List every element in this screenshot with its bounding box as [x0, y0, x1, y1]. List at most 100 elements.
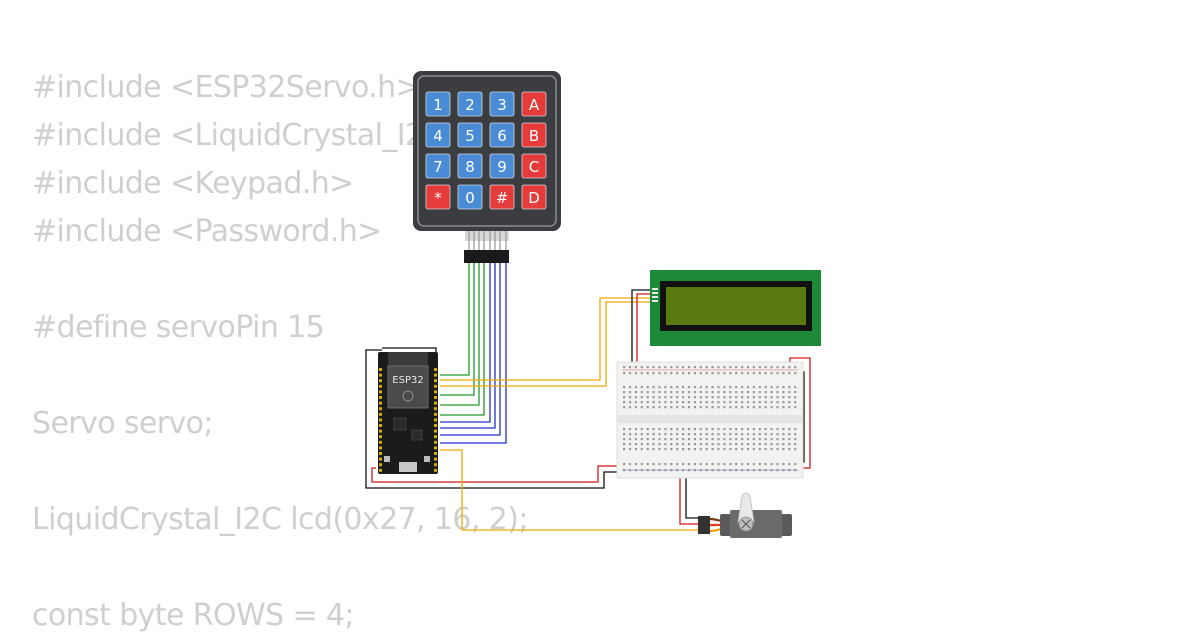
breadboard-hole[interactable]: [711, 469, 714, 472]
breadboard-hole[interactable]: [646, 386, 649, 389]
breadboard-hole[interactable]: [770, 406, 773, 409]
breadboard-hole[interactable]: [640, 469, 643, 472]
breadboard-hole[interactable]: [640, 406, 643, 409]
breadboard-hole[interactable]: [788, 463, 791, 466]
esp32-pin[interactable]: [434, 457, 437, 461]
breadboard-hole[interactable]: [646, 443, 649, 446]
breadboard-hole[interactable]: [735, 401, 738, 404]
esp32-button[interactable]: [384, 456, 390, 462]
breadboard-hole[interactable]: [652, 433, 655, 436]
breadboard-hole[interactable]: [652, 448, 655, 451]
breadboard-hole[interactable]: [776, 366, 779, 369]
keypad-key-9[interactable]: 9: [489, 153, 515, 179]
lcd-16x2[interactable]: [650, 270, 821, 346]
esp32-pin[interactable]: [379, 468, 382, 472]
breadboard-hole[interactable]: [682, 443, 685, 446]
breadboard-hole[interactable]: [705, 372, 708, 375]
breadboard-hole[interactable]: [764, 391, 767, 394]
breadboard-hole[interactable]: [746, 372, 750, 375]
keypad-key-4[interactable]: 4: [425, 122, 451, 148]
breadboard-hole[interactable]: [764, 401, 767, 404]
breadboard-hole[interactable]: [623, 391, 626, 394]
breadboard-hole[interactable]: [682, 469, 685, 472]
breadboard-hole[interactable]: [776, 448, 779, 451]
breadboard-hole[interactable]: [623, 401, 626, 404]
breadboard-hole[interactable]: [670, 391, 673, 394]
breadboard-hole[interactable]: [628, 372, 632, 375]
breadboard-hole[interactable]: [652, 463, 655, 466]
breadboard-hole[interactable]: [729, 448, 732, 451]
breadboard-hole[interactable]: [758, 372, 761, 375]
breadboard-hole[interactable]: [693, 428, 696, 431]
keypad-key-8[interactable]: 8: [457, 153, 483, 179]
esp32-pin[interactable]: [379, 457, 382, 461]
breadboard-hole[interactable]: [705, 396, 708, 399]
breadboard-hole[interactable]: [699, 438, 702, 441]
breadboard-hole[interactable]: [640, 463, 643, 466]
breadboard-hole[interactable]: [782, 406, 785, 409]
breadboard-hole[interactable]: [687, 372, 691, 375]
breadboard-hole[interactable]: [634, 406, 637, 409]
breadboard-hole[interactable]: [770, 372, 773, 375]
keypad-key-6[interactable]: 6: [489, 122, 515, 148]
breadboard-hole[interactable]: [723, 433, 726, 436]
breadboard-hole[interactable]: [717, 463, 720, 466]
breadboard-hole[interactable]: [699, 463, 702, 466]
breadboard-hole[interactable]: [776, 386, 779, 389]
breadboard-hole[interactable]: [652, 391, 655, 394]
breadboard-hole[interactable]: [723, 391, 726, 394]
breadboard-hole[interactable]: [735, 448, 738, 451]
breadboard-hole[interactable]: [758, 386, 761, 389]
breadboard-hole[interactable]: [658, 406, 661, 409]
breadboard-hole[interactable]: [652, 443, 655, 446]
breadboard-hole[interactable]: [794, 366, 797, 369]
breadboard-hole[interactable]: [758, 428, 761, 431]
breadboard-hole[interactable]: [711, 401, 714, 404]
breadboard-hole[interactable]: [687, 469, 691, 472]
breadboard-hole[interactable]: [711, 386, 714, 389]
breadboard-hole[interactable]: [746, 406, 750, 409]
breadboard-hole[interactable]: [735, 428, 738, 431]
breadboard-hole[interactable]: [664, 396, 667, 399]
breadboard-hole[interactable]: [652, 469, 655, 472]
breadboard-hole[interactable]: [729, 438, 732, 441]
esp32-pin[interactable]: [379, 379, 382, 383]
breadboard-hole[interactable]: [776, 401, 779, 404]
breadboard-hole[interactable]: [628, 463, 632, 466]
keypad-key-1[interactable]: 1: [425, 91, 451, 117]
breadboard-hole[interactable]: [711, 448, 714, 451]
breadboard-hole[interactable]: [699, 448, 702, 451]
breadboard-hole[interactable]: [699, 428, 702, 431]
breadboard-hole[interactable]: [623, 406, 626, 409]
breadboard-hole[interactable]: [746, 391, 750, 394]
breadboard-hole[interactable]: [717, 401, 720, 404]
breadboard-hole[interactable]: [717, 428, 720, 431]
breadboard-hole[interactable]: [770, 463, 773, 466]
breadboard-hole[interactable]: [764, 428, 767, 431]
servo-horn[interactable]: [737, 492, 755, 523]
breadboard-hole[interactable]: [705, 463, 708, 466]
breadboard-hole[interactable]: [640, 401, 643, 404]
breadboard-hole[interactable]: [687, 386, 691, 389]
breadboard-hole[interactable]: [682, 433, 685, 436]
breadboard-hole[interactable]: [623, 396, 626, 399]
breadboard-hole[interactable]: [788, 433, 791, 436]
breadboard-hole[interactable]: [717, 391, 720, 394]
breadboard-hole[interactable]: [770, 469, 773, 472]
breadboard-hole[interactable]: [687, 406, 691, 409]
breadboard-hole[interactable]: [628, 428, 632, 431]
breadboard-hole[interactable]: [623, 438, 626, 441]
breadboard-hole[interactable]: [752, 443, 755, 446]
breadboard-hole[interactable]: [693, 366, 696, 369]
breadboard-hole[interactable]: [741, 396, 744, 399]
breadboard-hole[interactable]: [764, 396, 767, 399]
keypad-row-wires[interactable]: [440, 262, 485, 416]
breadboard-hole[interactable]: [670, 428, 673, 431]
breadboard-hole[interactable]: [646, 391, 649, 394]
breadboard-hole[interactable]: [752, 372, 755, 375]
breadboard-hole[interactable]: [664, 438, 667, 441]
esp32-pin[interactable]: [379, 435, 382, 439]
breadboard-hole[interactable]: [670, 469, 673, 472]
breadboard-hole[interactable]: [693, 443, 696, 446]
breadboard-hole[interactable]: [646, 401, 649, 404]
